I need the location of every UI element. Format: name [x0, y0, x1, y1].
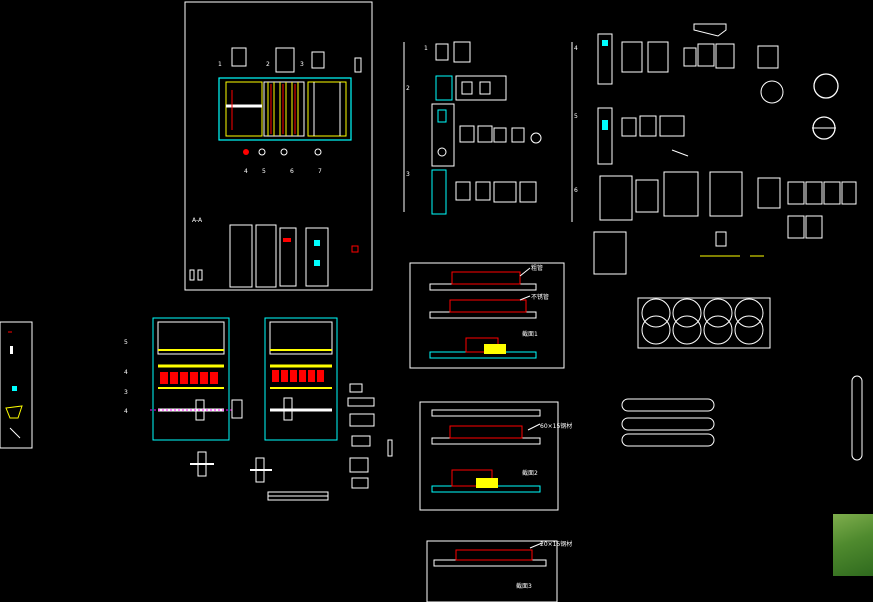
svg-text:4: 4	[574, 45, 578, 52]
label-pipe-b: 不锈管	[531, 293, 549, 301]
label-section-2: 截面2	[522, 469, 538, 477]
label-section-3: 截面3	[516, 582, 532, 590]
label-pipe-d: 20×15钢材	[540, 540, 572, 548]
label-pipe-c: 60×15钢材	[540, 422, 572, 430]
section-1-panel: 粗管 不锈管 截面1	[409, 262, 565, 369]
svg-text:2: 2	[406, 85, 410, 92]
sheet-top-middle: 1 2 3	[403, 41, 573, 222]
svg-text:5: 5	[124, 339, 128, 346]
grass-thumbnail	[833, 514, 873, 576]
svg-text:6: 6	[574, 187, 578, 194]
wheel-assembly	[637, 297, 771, 349]
sheet-top-left: 4 5 6 7 1 2 3 A-A	[184, 1, 373, 291]
label-pipe-a: 粗管	[531, 264, 543, 272]
sheet-top-right: 4 5 6	[574, 23, 857, 275]
svg-text:3: 3	[124, 389, 128, 396]
svg-text:1: 1	[218, 61, 222, 68]
svg-text:7: 7	[318, 168, 322, 175]
legend-panel-left	[0, 321, 33, 449]
section-3-panel: 20×15钢材 截面3	[426, 540, 572, 602]
svg-text:A-A: A-A	[192, 217, 203, 224]
svg-text:3: 3	[300, 61, 304, 68]
svg-text:5: 5	[262, 168, 266, 175]
assembly-view-left: 5 4 3 4	[124, 317, 243, 477]
svg-text:1: 1	[424, 45, 428, 52]
svg-text:5: 5	[574, 113, 578, 120]
small-details	[347, 383, 393, 489]
svg-text:3: 3	[406, 171, 410, 178]
svg-text:2: 2	[266, 61, 270, 68]
link-plates	[621, 375, 863, 461]
section-2-panel: 60×15钢材 截面2	[419, 401, 572, 511]
svg-text:4: 4	[124, 408, 128, 415]
svg-text:6: 6	[290, 168, 294, 175]
svg-text:4: 4	[124, 369, 128, 376]
assembly-view-right	[250, 317, 338, 501]
label-section-1: 截面1	[522, 330, 538, 338]
svg-text:4: 4	[244, 168, 248, 175]
